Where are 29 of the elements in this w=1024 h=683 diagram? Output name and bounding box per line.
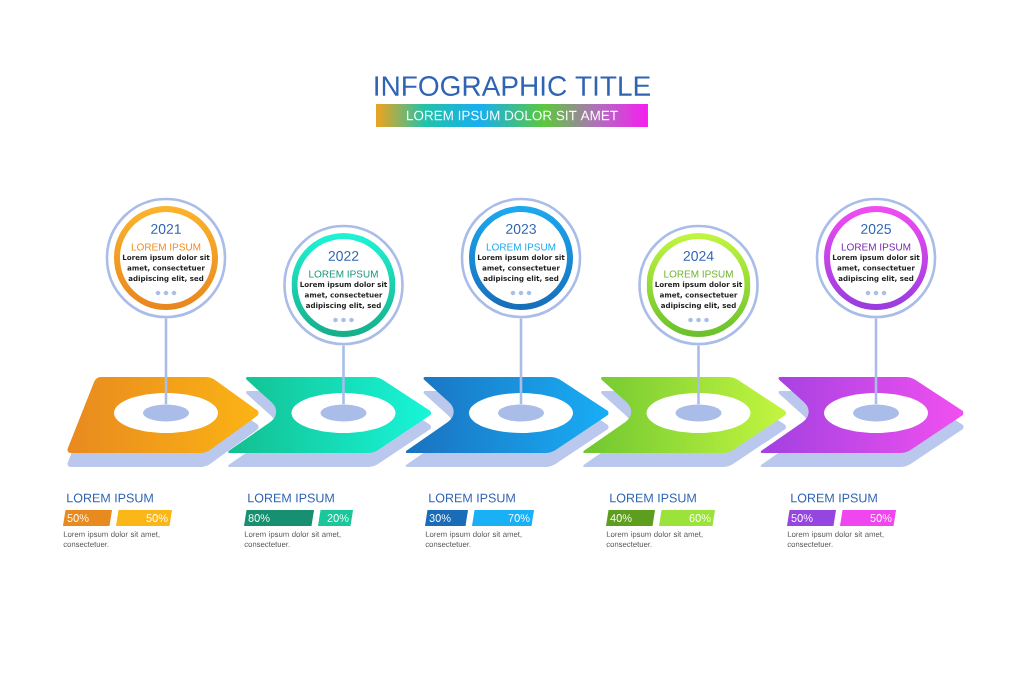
center-dot xyxy=(143,404,189,422)
percent-bar: 40% xyxy=(606,510,655,526)
connector-line xyxy=(874,318,878,405)
center-dot xyxy=(320,404,367,422)
center-dot xyxy=(498,404,544,422)
step-heading: LOREM IPSUM xyxy=(610,493,696,503)
title: INFOGRAPHIC TITLE xyxy=(375,76,651,96)
percent-bar: 60% xyxy=(659,510,715,526)
connector-line xyxy=(519,318,523,405)
percent-bar: 70% xyxy=(472,510,534,526)
step-heading: LOREM IPSUM xyxy=(791,493,877,503)
percent-bar: 30% xyxy=(425,510,468,526)
step-heading: LOREM IPSUM xyxy=(67,493,153,503)
chevron-step xyxy=(760,377,964,467)
subtitle-banner: LOREM IPSUM DOLOR SIT AMET xyxy=(376,104,648,127)
percent-bar: 50% xyxy=(116,510,172,526)
chevron-step xyxy=(67,377,259,467)
connector-line xyxy=(164,318,168,405)
percent-bar: 20% xyxy=(318,510,353,526)
step-heading: LOREM IPSUM xyxy=(429,493,515,503)
percent-bar: 50% xyxy=(787,510,836,526)
step-heading: LOREM IPSUM xyxy=(248,493,334,503)
center-dot xyxy=(675,404,722,422)
percent-bar: 50% xyxy=(63,510,112,526)
connector-line xyxy=(697,345,700,405)
center-dot xyxy=(853,404,899,422)
connector-line xyxy=(342,345,345,405)
percent-bar: 80% xyxy=(244,510,314,526)
percent-bar: 50% xyxy=(840,510,896,526)
